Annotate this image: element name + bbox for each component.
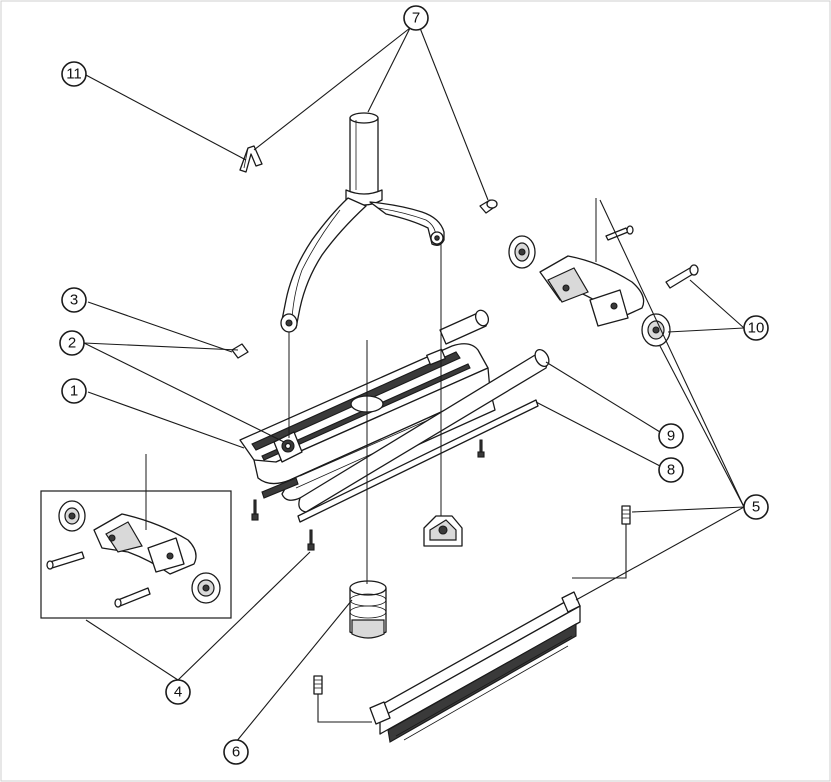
callout-3: 3 — [61, 287, 87, 313]
callout-6: 6 — [223, 739, 249, 765]
callout-4-label: 4 — [174, 684, 182, 701]
spring-clip — [239, 145, 263, 173]
callout-4: 4 — [165, 679, 191, 705]
detail-box — [40, 490, 232, 619]
callout-2-label: 2 — [68, 335, 76, 352]
callout-7-label: 7 — [412, 10, 420, 27]
callout-7: 7 — [403, 5, 429, 31]
callout-5-label: 5 — [752, 499, 760, 516]
mount-block — [423, 515, 463, 547]
screws — [251, 439, 485, 551]
wheel-assembly-left — [40, 454, 232, 619]
callout-10: 10 — [743, 315, 769, 341]
axle-rods — [298, 309, 550, 513]
handle-yoke — [280, 112, 445, 333]
callout-11-label: 11 — [66, 66, 82, 83]
callout-10-label: 10 — [748, 320, 765, 337]
wheel-assembly-right — [508, 198, 699, 347]
callout-8: 8 — [658, 457, 684, 483]
bushing — [349, 580, 387, 639]
callout-2: 2 — [59, 330, 85, 356]
callout-9: 9 — [658, 423, 684, 449]
callout-3-label: 3 — [70, 292, 78, 309]
callout-9-label: 9 — [667, 428, 675, 445]
leader-lines — [83, 27, 745, 743]
callout-11: 11 — [61, 61, 87, 87]
callout-6-label: 6 — [232, 744, 240, 761]
callout-1: 1 — [61, 378, 87, 404]
callout-1-label: 1 — [70, 383, 78, 400]
pivot-pin-right — [479, 199, 498, 214]
callout-8-label: 8 — [667, 462, 675, 479]
brush-bar — [313, 505, 631, 743]
callout-5: 5 — [743, 494, 769, 520]
assembly-centerlines — [288, 244, 442, 584]
rubber-strip — [297, 399, 539, 523]
